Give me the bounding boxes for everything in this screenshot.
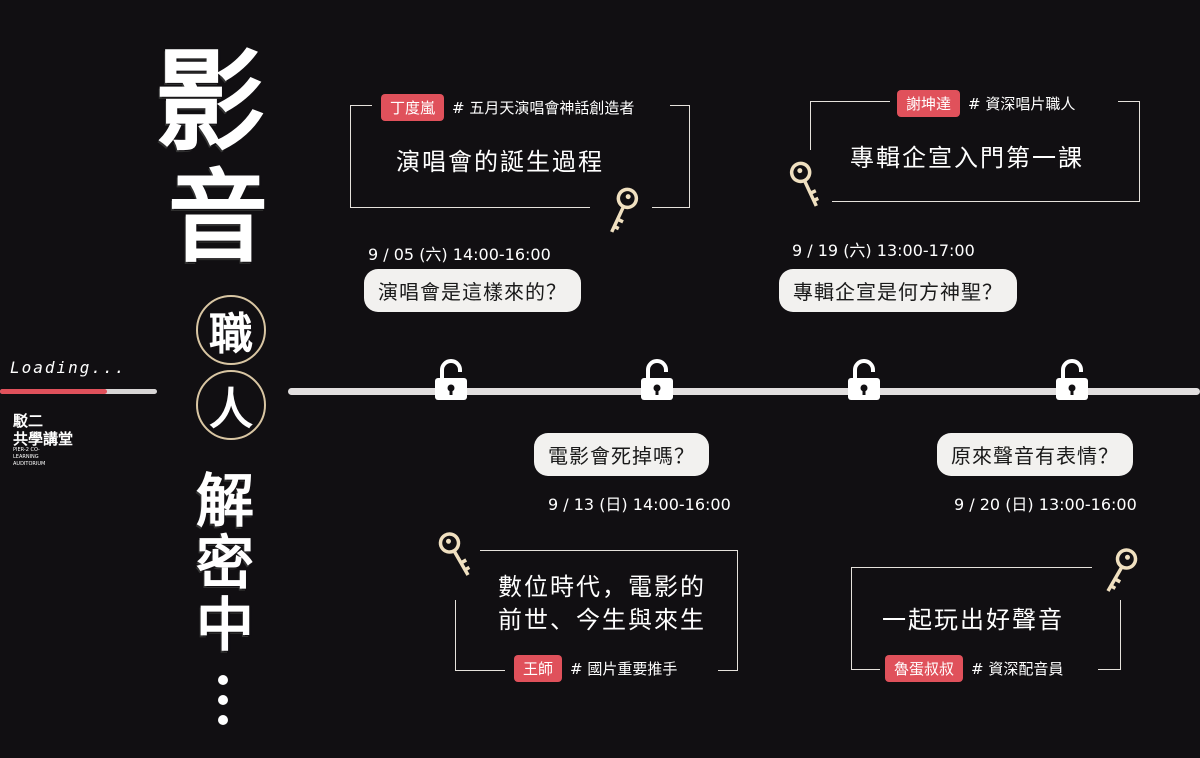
session-date: 9 / 19 (六) 13:00-17:00: [792, 241, 975, 260]
course-title-line1: 數位時代，電影的: [498, 573, 706, 601]
key-icon: [438, 532, 471, 576]
logo-small-text: PIER-2 CO-LEARNING AUDITORIUM: [13, 447, 46, 467]
speaker-title: # 資深配音員: [971, 660, 1064, 678]
title-char-jie: 解: [196, 467, 255, 535]
speaker-name: 丁度嵐: [381, 94, 445, 121]
loading-label: Loading...: [10, 358, 127, 377]
course-title-line2: 前世、今生與來生: [498, 606, 706, 634]
unlocked-padlock-icon: [641, 359, 673, 400]
speaker-name: 王師: [514, 655, 563, 682]
frame-gap: [802, 195, 832, 209]
speaker-tag: 丁度嵐 # 五月天演唱會神話創造者: [381, 94, 634, 121]
course-title: 一起玩出好聲音: [882, 606, 1064, 634]
question-bubble: 專輯企宣是何方神聖？: [779, 269, 1017, 312]
speaker-name: 魯蛋叔叔: [885, 655, 964, 682]
question-bubble: 原來聲音有表情？: [937, 433, 1133, 476]
title-char-zhong: 中: [196, 591, 255, 659]
logo-line2: 共學講堂: [13, 430, 74, 448]
speaker-title: # 國片重要推手: [570, 660, 678, 678]
title-char-ren: 人: [196, 370, 266, 440]
question-bubble: 演唱會是這樣來的？: [364, 269, 581, 312]
ellipsis-dot: [218, 695, 228, 705]
loading-progress-fill: [0, 389, 107, 394]
unlocked-padlock-icon: [1056, 359, 1088, 400]
unlocked-padlock-icon: [435, 359, 467, 400]
speaker-title: # 五月天演唱會神話創造者: [452, 99, 635, 117]
question-bubble: 電影會死掉嗎？: [534, 433, 709, 476]
key-icon: [789, 161, 820, 207]
course-title: 演唱會的誕生過程: [396, 148, 604, 176]
speaker-title: # 資深唱片職人: [968, 95, 1076, 113]
key-icon: [610, 187, 639, 233]
session-date: 9 / 20 (日) 13:00-16:00: [954, 495, 1137, 514]
loading-progress-bar: [0, 389, 157, 394]
timeline-bar: [288, 388, 1200, 395]
session-date: 9 / 05 (六) 14:00-16:00: [368, 245, 551, 264]
speaker-tag: 魯蛋叔叔 # 資深配音員: [885, 655, 1063, 682]
logo-line1: 駁二: [13, 412, 44, 430]
course-title: 專輯企宣入門第一課: [850, 144, 1084, 172]
key-icon: [1106, 548, 1138, 592]
title-char-zhi: 職: [196, 295, 266, 365]
title-char-ying: 影: [155, 37, 265, 166]
ellipsis-dot: [218, 715, 228, 725]
speaker-tag: 王師 # 國片重要推手: [514, 655, 677, 682]
title-char-mi: 密: [196, 529, 255, 597]
session-date: 9 / 13 (日) 14:00-16:00: [548, 495, 731, 514]
title-char-yin: 音: [168, 158, 268, 276]
ellipsis-dot: [218, 675, 228, 685]
speaker-tag: 謝坤達 # 資深唱片職人: [897, 90, 1075, 117]
speaker-name: 謝坤達: [897, 90, 961, 117]
unlocked-padlock-icon: [848, 359, 880, 400]
frame-gap: [372, 98, 670, 112]
